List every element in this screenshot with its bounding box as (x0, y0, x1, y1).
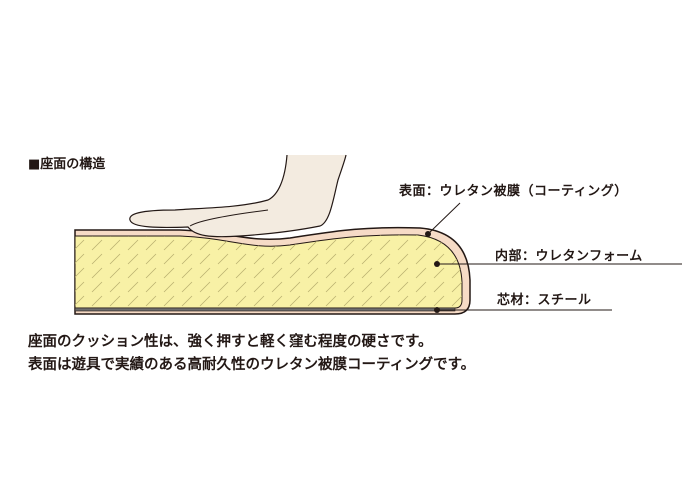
steel-core (74, 307, 456, 312)
description-line-2: 表面は遊具で実績のある高耐久性のウレタン被膜コーティングです。 (28, 357, 476, 373)
inner-dot (434, 261, 440, 267)
surface-dot (425, 231, 431, 237)
label-surface: 表面：ウレタン被膜（コーティング） (399, 184, 628, 199)
label-inner: 内部：ウレタンフォーム (495, 249, 643, 264)
diagram-title: ■座面の構造 (28, 157, 106, 172)
description-line-1: 座面のクッション性は、強く押すと軽く窪む程度の硬さです。 (28, 334, 433, 350)
label-core: 芯材：スチール (497, 293, 592, 308)
hand-illustration (129, 154, 347, 238)
surface-leader (427, 202, 461, 235)
core-dot (434, 307, 440, 313)
